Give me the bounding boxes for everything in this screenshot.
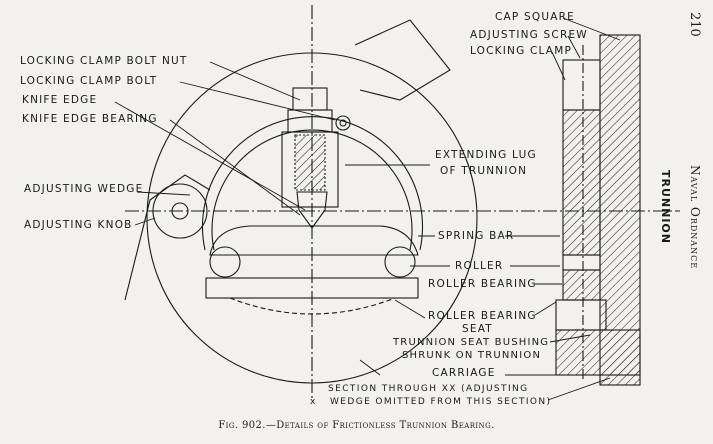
adjusting-knob xyxy=(152,183,208,239)
inner-ring xyxy=(201,116,424,251)
figure-caption: Fig. 902.—Details of Frictionless Trunni… xyxy=(218,420,495,431)
spring-bar xyxy=(209,225,419,256)
roller-left xyxy=(209,246,241,278)
label-trunnion-seat-bushing: TRUNNION SEAT BUSHING xyxy=(393,337,550,348)
label-roller-bearing-seat: ROLLER BEARING xyxy=(428,310,537,322)
screw-section xyxy=(562,109,601,256)
label-adjusting-screw: ADJUSTING SCREW xyxy=(470,29,588,41)
outer-circle xyxy=(146,52,478,384)
label-knife-edge: KNIFE EDGE xyxy=(22,94,98,106)
label-locking-clamp-bolt: LOCKING CLAMP BOLT xyxy=(20,75,158,87)
inner-ring-2 xyxy=(211,129,413,251)
label-spring-bar: SPRING BAR xyxy=(438,230,515,242)
label-cap-square: CAP SQUARE xyxy=(495,11,575,23)
bushing-section xyxy=(555,329,641,376)
roller-bearing-seat xyxy=(205,277,419,299)
label-roller: ROLLER xyxy=(455,260,504,272)
page-number: 210 xyxy=(687,12,702,37)
label-locking-clamp-bolt-nut: LOCKING CLAMP BOLT NUT xyxy=(20,55,188,67)
label-shrunk-on-trunnion: SHRUNK ON TRUNNION xyxy=(402,350,542,361)
running-head: Naval Ordnance xyxy=(688,165,702,270)
label-locking-clamp: LOCKING CLAMP xyxy=(470,45,572,57)
label-adjusting-knob: ADJUSTING KNOB xyxy=(24,219,133,231)
label-roller-bearing-seat-2: SEAT xyxy=(462,323,493,335)
label-carriage: CARRIAGE xyxy=(432,367,496,379)
section-note-line1: SECTION THROUGH XX (ADJUSTING xyxy=(328,384,529,394)
section-x-mark: x xyxy=(310,397,317,407)
cap-square-arm xyxy=(354,19,451,101)
knife-edge xyxy=(296,191,328,229)
label-adjusting-wedge: ADJUSTING WEDGE xyxy=(24,183,144,195)
roller-right xyxy=(384,246,416,278)
locking-clamp xyxy=(287,109,333,133)
leader-lines xyxy=(114,17,621,401)
label-extending-lug: EXTENDING LUG xyxy=(435,149,537,161)
label-extending-lug-2: OF TRUNNION xyxy=(440,165,528,177)
label-trunnion: TRUNNION xyxy=(659,170,672,244)
adjusting-screw xyxy=(281,131,339,208)
section-note-line2: WEDGE OMITTED FROM THIS SECTION) xyxy=(330,397,552,407)
cap-square-section xyxy=(599,34,641,386)
label-roller-bearing: ROLLER BEARING xyxy=(428,278,537,290)
locking-clamp-pivot xyxy=(335,115,351,131)
adjusting-wedge-body xyxy=(124,174,211,301)
label-knife-edge-bearing: KNIFE EDGE BEARING xyxy=(22,113,158,125)
